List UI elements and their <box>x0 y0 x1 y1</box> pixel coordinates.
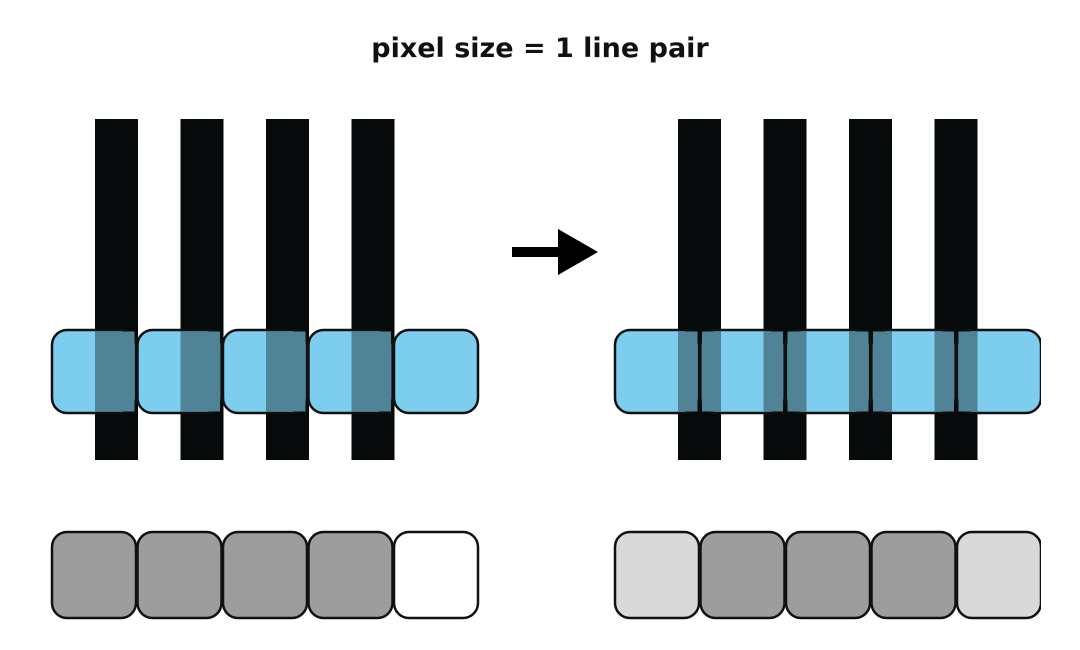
pixel-bar-overlap <box>266 331 306 412</box>
pixel-bar-overlap <box>351 331 391 412</box>
right-overlap-group <box>678 331 978 412</box>
pixel-bar-overlap <box>873 331 892 412</box>
readout-pixel <box>392 530 480 620</box>
readout-pixel <box>307 530 394 620</box>
detector-pixel <box>392 328 480 415</box>
readout-pixel <box>50 530 138 620</box>
panel-left <box>50 119 480 620</box>
readout-pixel <box>784 530 872 620</box>
readout-pixel <box>613 530 701 620</box>
pixel-bar-overlap <box>934 331 954 412</box>
arrow-icon <box>512 229 598 275</box>
diagram-title: pixel size = 1 line pair <box>371 33 709 64</box>
detector-pixel <box>955 328 1041 415</box>
readout-pixel <box>136 530 223 620</box>
readout-pixel <box>699 530 786 620</box>
pixel-bar-overlap <box>763 331 783 412</box>
readout-pixel <box>955 530 1041 620</box>
pixel-bar-overlap <box>678 331 698 412</box>
pixel-bar-overlap <box>702 331 721 412</box>
pixel-bar-overlap <box>95 331 135 412</box>
panel-right <box>613 119 1041 620</box>
readout-pixel <box>870 530 957 620</box>
right-readout-row <box>613 530 1041 620</box>
left-overlap-group <box>95 331 391 412</box>
pixel-bar-overlap <box>849 331 869 412</box>
readout-pixel <box>221 530 309 620</box>
pixel-bar-overlap <box>958 331 978 412</box>
pixel-bar-overlap <box>180 331 220 412</box>
pixel-bar-overlap <box>787 331 807 412</box>
left-readout-row <box>50 530 480 620</box>
